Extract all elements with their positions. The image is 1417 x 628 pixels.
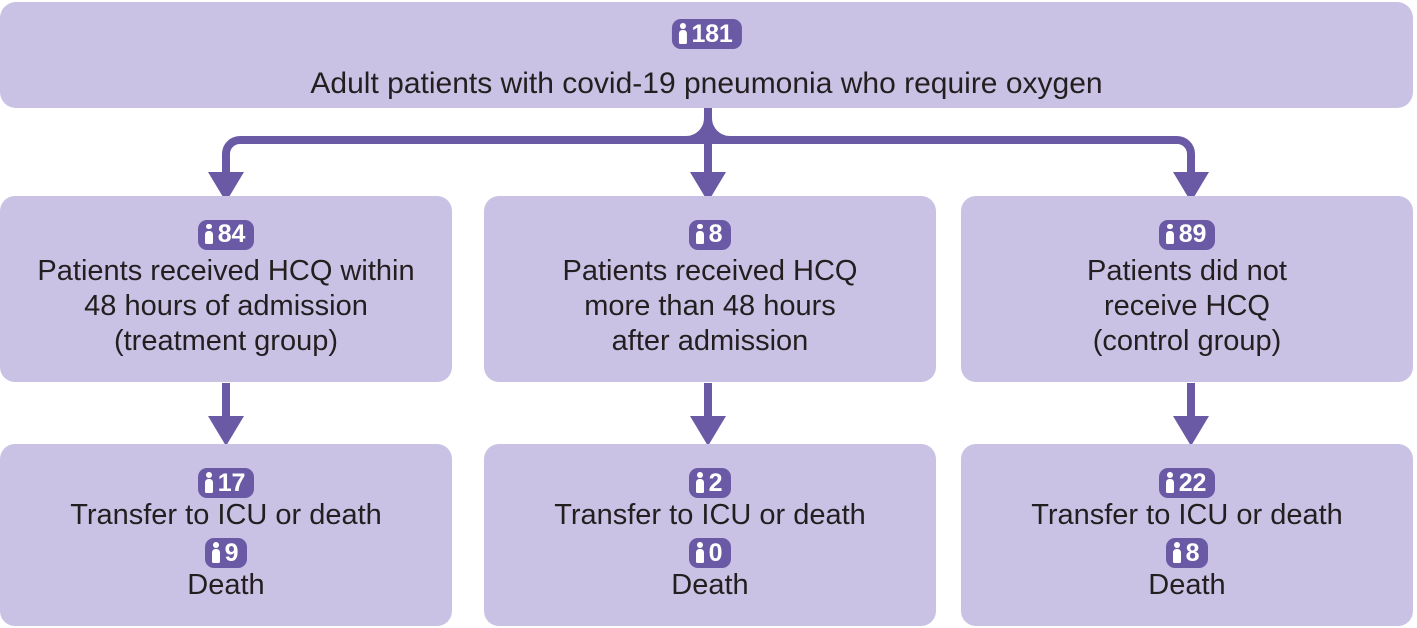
outcome-death-label: Death xyxy=(1148,569,1226,601)
node-treatment-outcome: 17 Transfer to ICU or death 9 Death xyxy=(0,444,452,626)
badge-count: 2 xyxy=(708,468,723,497)
badge-count: 9 xyxy=(224,538,239,567)
person-icon xyxy=(211,542,222,563)
node-late-group: 8 Patients received HCQ more than 48 hou… xyxy=(484,196,936,382)
person-icon xyxy=(204,223,215,245)
person-icon xyxy=(695,223,706,245)
badge-control-icu-count: 22 xyxy=(1158,468,1216,498)
arrowhead-to-control-outcome xyxy=(1173,416,1209,446)
badge-count: 8 xyxy=(1185,538,1200,567)
node-late-outcome: 2 Transfer to ICU or death 0 Death xyxy=(484,444,936,626)
node-treatment-group: 84 Patients received HCQ within 48 hours… xyxy=(0,196,452,382)
connector-left-elbow xyxy=(222,136,241,178)
outcome-icu-label: Transfer to ICU or death xyxy=(70,499,382,531)
node-treatment-label: Patients received HCQ within 48 hours of… xyxy=(37,254,415,357)
badge-count: 0 xyxy=(708,538,723,567)
person-icon xyxy=(1172,542,1183,563)
badge-count: 22 xyxy=(1178,468,1207,497)
badge-treatment-count: 84 xyxy=(197,219,255,250)
badge-control-death-count: 8 xyxy=(1165,538,1209,568)
node-root: 181 Adult patients with covid-19 pneumon… xyxy=(0,2,1413,108)
badge-treatment-death-count: 9 xyxy=(204,538,248,568)
page-title: Adult patients with covid-19 pneumonia w… xyxy=(310,67,1103,100)
outcome-death-label: Death xyxy=(671,569,749,601)
badge-late-count: 8 xyxy=(688,219,732,250)
badge-root-count: 181 xyxy=(671,19,742,49)
connector-right-elbow xyxy=(1176,136,1195,178)
node-late-label: Patients received HCQ more than 48 hours… xyxy=(562,254,858,357)
arrowhead-to-treatment-outcome xyxy=(208,416,244,446)
connector-fillet-right xyxy=(704,117,731,144)
node-control-group: 89 Patients did not receive HCQ (control… xyxy=(961,196,1413,382)
person-icon xyxy=(1165,472,1176,493)
badge-count: 8 xyxy=(708,220,723,248)
badge-late-icu-count: 2 xyxy=(688,468,732,498)
person-icon xyxy=(695,542,706,563)
person-icon xyxy=(204,472,215,493)
person-icon xyxy=(677,23,688,44)
badge-count: 89 xyxy=(1178,220,1207,248)
outcome-icu-label: Transfer to ICU or death xyxy=(1031,499,1343,531)
badge-late-death-count: 0 xyxy=(688,538,732,568)
outcome-death-label: Death xyxy=(187,569,265,601)
outcome-icu-label: Transfer to ICU or death xyxy=(554,499,866,531)
badge-count: 181 xyxy=(691,19,733,48)
badge-count: 17 xyxy=(217,468,246,497)
badge-count: 84 xyxy=(217,220,246,248)
person-icon xyxy=(1165,223,1176,245)
person-icon xyxy=(695,472,706,493)
badge-control-count: 89 xyxy=(1158,219,1216,250)
arrowhead-to-late-outcome xyxy=(690,416,726,446)
node-control-outcome: 22 Transfer to ICU or death 8 Death xyxy=(961,444,1413,626)
badge-treatment-icu-count: 17 xyxy=(197,468,255,498)
connector-fillet-left xyxy=(685,117,712,144)
node-control-label: Patients did not receive HCQ (control gr… xyxy=(1087,254,1287,357)
